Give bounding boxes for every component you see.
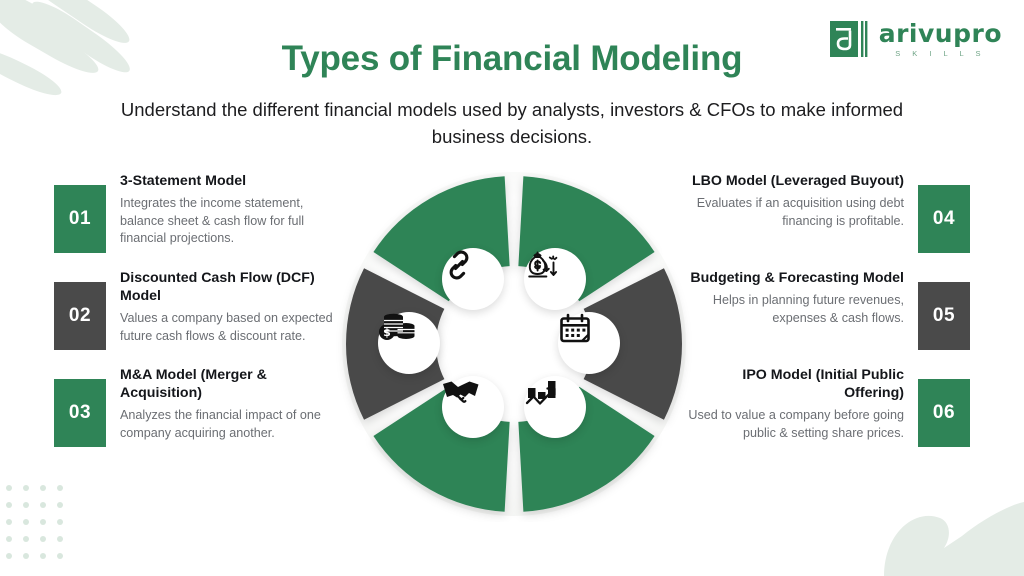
item-body: LBO Model (Leveraged Buyout) Evaluates if… — [682, 172, 904, 253]
arivupro-book-mark-icon — [829, 18, 871, 60]
stacked-coins-dollar-icon: $ — [378, 312, 440, 374]
item-description: Values a company based on expected futur… — [120, 311, 333, 343]
decor-dot-grid — [6, 485, 74, 570]
model-item-03[interactable]: 03 M&A Model (Merger & Acquisition) Analyz… — [54, 366, 342, 447]
item-number-badge: 02 — [54, 282, 106, 350]
model-item-04[interactable]: 04 LBO Model (Leveraged Buyout) Evaluates … — [682, 172, 970, 253]
item-body: M&A Model (Merger & Acquisition) Analyzes… — [120, 366, 342, 447]
page-title: Types of Financial Modeling — [281, 39, 743, 78]
money-bag-down-arrow-icon — [524, 248, 586, 310]
page-subtitle: Understand the different financial model… — [120, 99, 904, 147]
model-item-06[interactable]: 06 IPO Model (Initial Public Offering) Use… — [682, 366, 970, 447]
item-title: M&A Model (Merger & Acquisition) — [120, 367, 267, 401]
item-description: Used to value a company before going pub… — [688, 408, 904, 440]
svg-text:$: $ — [383, 326, 391, 339]
logo-brand-text: arivupro — [878, 18, 1002, 48]
brand-logo: arivupro S K I L L S — [829, 18, 1002, 60]
right-items-column: 04 LBO Model (Leveraged Buyout) Evaluates … — [682, 172, 970, 463]
item-description: Analyzes the financial impact of one com… — [120, 408, 321, 440]
item-title: 3-Statement Model — [120, 173, 247, 189]
item-number-badge: 04 — [918, 185, 970, 253]
item-description: Integrates the income statement, balance… — [120, 196, 305, 245]
financial-modeling-wheel: $ — [332, 166, 696, 522]
item-body: IPO Model (Initial Public Offering) Used … — [682, 366, 904, 447]
item-description: Evaluates if an acquisition using debt f… — [696, 196, 904, 228]
calendar-icon — [558, 312, 620, 374]
item-title: IPO Model (Initial Public Offering) — [742, 367, 904, 401]
item-number-badge: 05 — [918, 282, 970, 350]
logo-tagline-text: S K I L L S — [895, 48, 986, 58]
bar-chart-growth-icon — [524, 376, 586, 438]
wheel-segment-right[interactable] — [583, 268, 682, 420]
header: Types of Financial Modeling Understand t… — [0, 0, 1024, 150]
handshake-icon — [442, 376, 504, 438]
item-number-badge: 01 — [54, 185, 106, 253]
decor-blob-bottom-right — [884, 502, 1024, 576]
item-number-badge: 06 — [918, 379, 970, 447]
item-title: LBO Model (Leveraged Buyout) — [691, 173, 904, 189]
item-title: Discounted Cash Flow (DCF) Model — [120, 270, 315, 304]
item-number-badge: 03 — [54, 379, 106, 447]
item-description: Helps in planning future revenues, expen… — [712, 293, 904, 325]
chain-link-icon — [442, 248, 504, 310]
item-title: Budgeting & Forecasting Model — [690, 270, 904, 286]
